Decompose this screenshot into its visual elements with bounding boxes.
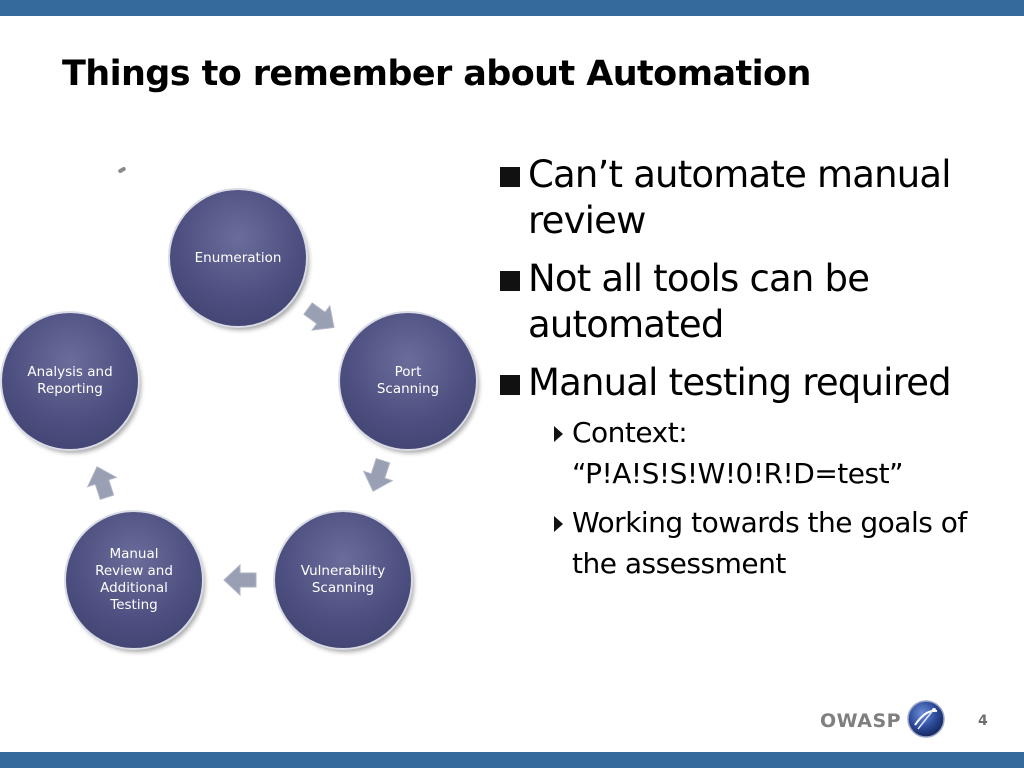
- node-analysis-reporting: Analysis and Reporting: [2, 313, 138, 449]
- bullet-text: Not all tools can be automated: [528, 257, 870, 346]
- node-vulnerability-scanning: Vulnerability Scanning: [275, 512, 411, 648]
- node-label: Port Scanning: [376, 364, 440, 397]
- sub-bullet-text: Context: “P!A!S!S!W!0!R!D=test”: [572, 416, 904, 490]
- sub-bullet-item: Context: “P!A!S!S!W!0!R!D=test”: [554, 412, 1002, 494]
- stray-mark: [117, 166, 127, 174]
- page-number: 4: [978, 713, 988, 729]
- cycle-arrow-icon: [86, 466, 118, 501]
- slide-title: Things to remember about Automation: [62, 54, 811, 94]
- owasp-logo-text: OWASP: [820, 710, 902, 732]
- node-label: Vulnerability Scanning: [300, 563, 386, 596]
- sub-bullet-text: Working towards the goals of the assessm…: [572, 506, 967, 580]
- bottom-band: [0, 752, 1024, 768]
- node-manual-review: Manual Review and Additional Testing: [66, 512, 202, 648]
- triangle-bullet-icon: [554, 516, 563, 532]
- cycle-arrow-icon: [303, 302, 335, 331]
- cycle-arrow-icon: [362, 457, 394, 492]
- bullet-item: Not all tools can be automated: [498, 256, 998, 348]
- triangle-bullet-icon: [554, 426, 563, 442]
- cycle-arrow-icon: [223, 563, 257, 597]
- square-bullet-icon: [500, 271, 520, 291]
- node-label: Enumeration: [194, 249, 282, 266]
- owasp-globe-icon: [907, 700, 945, 738]
- node-enumeration: Enumeration: [170, 190, 306, 326]
- square-bullet-icon: [500, 375, 520, 395]
- bullet-item: Can’t automate manual review: [498, 152, 998, 244]
- bullet-text: Manual testing required: [528, 361, 952, 404]
- node-port-scanning: Port Scanning: [340, 313, 476, 449]
- bullet-text: Can’t automate manual review: [528, 153, 952, 242]
- node-label: Manual Review and Additional Testing: [95, 546, 173, 613]
- bullet-list: Can’t automate manual review Not all too…: [498, 152, 998, 592]
- bullet-item: Manual testing required: [498, 360, 998, 406]
- sub-bullet-item: Working towards the goals of the assessm…: [554, 502, 1002, 584]
- square-bullet-icon: [500, 167, 520, 187]
- node-label: Analysis and Reporting: [27, 364, 113, 397]
- top-band: [0, 0, 1024, 16]
